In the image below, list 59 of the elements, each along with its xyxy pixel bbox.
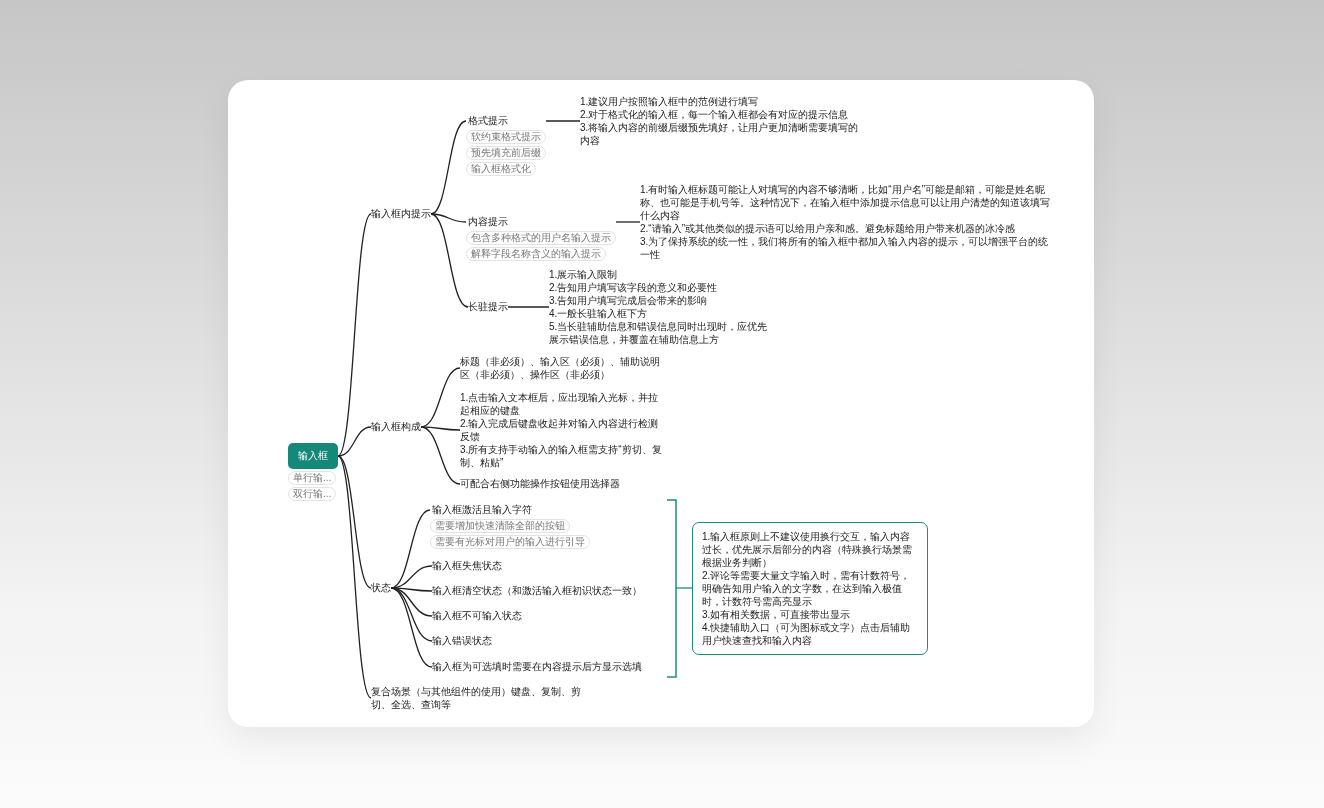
note-text: 1.建议用户按照输入框中的范例进行填写 (580, 95, 760, 108)
note-text: 2.“请输入”或其他类似的提示语可以给用户亲和感。避免标题给用户带来机器的冰冷感 (640, 222, 1016, 235)
topic-label: 输入框为可选填时需要在内容提示后方显示选填 (432, 660, 642, 674)
tag: 预先填充前后缀 (466, 146, 546, 160)
connector-line (507, 306, 550, 308)
tag: 解释字段名称含义的输入提示 (466, 247, 606, 261)
tag: 需要增加快速清除全部的按钮 (430, 519, 570, 533)
topic-label: 输入错误状态 (432, 634, 492, 648)
tag: 需要有光标对用户的输入进行引导 (430, 535, 590, 549)
note-text: 5.当长驻辅助信息和错误信息同时出现时，应优先展示错误信息，并覆盖在辅助信息上方 (549, 320, 769, 346)
connector-line (337, 426, 372, 457)
topic-label: 长驻提示 (468, 300, 508, 314)
connector-line (337, 213, 372, 457)
connector-line (390, 587, 433, 617)
connector-line (430, 213, 469, 308)
tag: 包含多种格式的用户名输入提示 (466, 231, 616, 245)
tag: 单行输... (288, 471, 337, 485)
topic-label: 可配合右侧功能操作按钮使用选择器 (460, 477, 620, 491)
tag: 输入框格式化 (466, 162, 536, 176)
connector-line (390, 587, 433, 668)
note-text: 4.一般长驻输入框下方 (549, 307, 649, 320)
note-text: 3.将输入内容的前缀后缀预先填好，让用户更加清晰需要填写的内容 (580, 121, 860, 147)
note-text: 复合场景（与其他组件的使用）键盘、复制、剪切、全选、查询等 (371, 685, 586, 711)
connector-line (430, 120, 467, 215)
topic-label: 输入框失焦状态 (432, 559, 502, 573)
connector-line (615, 221, 641, 223)
note-text: 3.如有相关数据，可直接带出显示 (702, 607, 852, 621)
topic-label: 输入框不可输入状态 (432, 609, 522, 623)
topic-label: 内容提示 (467, 215, 508, 229)
topic-label: 输入框激活且输入字符 (431, 503, 532, 517)
note-text: 3.所有支持手动输入的输入框需支持“剪切、复制、粘贴” (460, 443, 663, 469)
root-topic: 输入框 (288, 443, 338, 469)
connector-line (675, 587, 693, 589)
connector-line (337, 455, 372, 589)
connector-line (420, 426, 461, 485)
connector-line (430, 213, 467, 223)
note-text: 2.输入完成后键盘收起并对输入内容进行检测反馈 (460, 417, 660, 443)
callout-box (692, 521, 928, 655)
note-text: 1.输入框原则上不建议使用换行交互，输入内容过长，优先展示后部分的内容（特殊换行场景需根据业务判断） (702, 529, 913, 569)
topic-label: 输入框内提示 (371, 207, 431, 221)
note-text: 3.告知用户填写完成后会带来的影响 (549, 294, 709, 307)
topic-label: 输入框清空状态（和激活输入框初识状态一致） (432, 584, 642, 598)
note-text: 2.评论等需要大量文字输入时，需有计数符号，明确告知用户输入的文字数，在达到输入极值时，计数符号需高亮显示 (702, 568, 912, 608)
note-text: 标题（非必须）、输入区（必须）、辅助说明区（非必须）、操作区（非必须） (460, 355, 665, 381)
topic-label: 状态 (371, 581, 391, 595)
note-text: 2.告知用户填写该字段的意义和必要性 (549, 281, 719, 294)
note-text: 4.快捷辅助入口（可为图标或文字）点击后辅助用户快速查找和输入内容 (702, 620, 912, 647)
connector-line (337, 455, 372, 699)
tag: 软约束格式提示 (466, 130, 546, 144)
note-text: 2.对于格式化的输入框，每一个输入框都会有对应的提示信息 (580, 108, 850, 121)
note-text: 1.点击输入文本框后，应出现输入光标，并拉起相应的键盘 (460, 391, 660, 417)
note-text: 3.为了保持系统的统一性，我们将所有的输入框中都加入输入内容的提示，可以增强平台的统一性 (640, 235, 1050, 261)
topic-label: 格式提示 (467, 114, 508, 128)
tag: 双行输... (288, 487, 337, 501)
topic-label: 输入框构成 (371, 420, 421, 434)
note-text: 1.展示输入限制 (549, 268, 619, 281)
note-text: 1.有时输入框标题可能让人对填写的内容不够清晰，比如“用户名”可能是邮箱，可能是姓名昵称、也可能是手机号等。这种情况下，在输入框中添加提示信息可以让用户清楚的知道该填写什么内容 (640, 183, 1050, 222)
connector-line (420, 426, 461, 431)
connector-line (545, 120, 581, 122)
